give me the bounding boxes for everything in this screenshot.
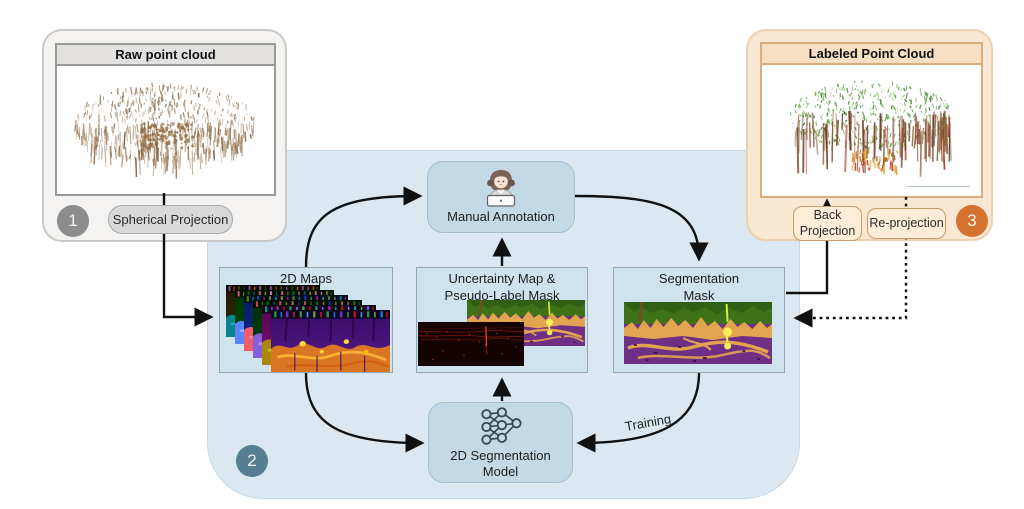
raw-point-cloud-scatter bbox=[74, 82, 255, 179]
labeled-point-cloud-image bbox=[762, 65, 981, 196]
labeled-point-cloud-frame: Labeled Point Cloud bbox=[760, 42, 983, 198]
uncertainty-map-image bbox=[418, 322, 524, 366]
back-projection-pill: Back Projection bbox=[793, 206, 862, 241]
2d-map-thumbnail-front bbox=[271, 310, 390, 372]
annotator-at-laptop-icon bbox=[486, 170, 516, 207]
uncertainty-title-line2: Pseudo-Label Mask bbox=[444, 287, 560, 303]
raw-point-cloud-image bbox=[57, 66, 274, 194]
raw-point-cloud-frame: Raw point cloud bbox=[55, 43, 276, 196]
2d-maps-title: 2D Maps bbox=[279, 271, 333, 286]
2d-segmentation-model-node: 2D Segmentation Model bbox=[428, 402, 573, 483]
labeled-point-cloud-panel: Labeled Point Cloud bbox=[746, 29, 993, 241]
re-projection-label: Re-projection bbox=[869, 215, 944, 230]
segmentation-title-line1: Segmentation bbox=[658, 271, 740, 286]
labeled-panel-title: Labeled Point Cloud bbox=[762, 44, 981, 65]
re-projection-pill: Re-projection bbox=[867, 208, 946, 239]
manual-annotation-node: Manual Annotation bbox=[427, 161, 575, 233]
model-label-line1: 2D Segmentation bbox=[450, 447, 551, 463]
spherical-projection-label: Spherical Projection bbox=[112, 212, 229, 227]
raw-panel-title: Raw point cloud bbox=[57, 45, 274, 66]
back-projection-label: Back Projection bbox=[799, 207, 856, 238]
model-label-line2: Model bbox=[482, 463, 519, 479]
step-3-badge: 3 bbox=[956, 205, 988, 237]
step-1-badge: 1 bbox=[57, 205, 89, 237]
spherical-projection-pill: Spherical Projection bbox=[108, 205, 233, 234]
manual-annotation-label: Manual Annotation bbox=[447, 209, 555, 225]
uncertainty-title-line1: Uncertainty Map & bbox=[448, 271, 556, 286]
step-2-badge: 2 bbox=[236, 445, 268, 477]
labeled-point-cloud-scatter bbox=[789, 80, 970, 188]
segmentation-mask-image bbox=[624, 302, 772, 364]
neural-network-icon bbox=[480, 406, 522, 445]
segmentation-title-line2: Mask bbox=[683, 287, 715, 303]
